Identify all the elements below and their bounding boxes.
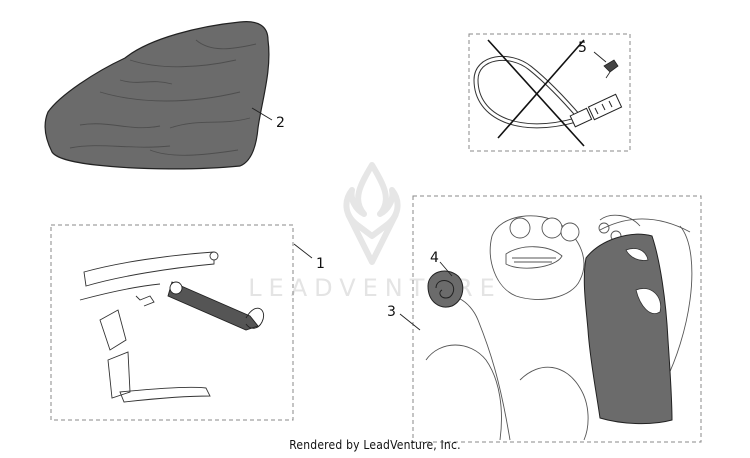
part-5-box: [468, 33, 631, 152]
footer-credit: Rendered by LeadVenture, Inc.: [289, 438, 461, 452]
flame-logo-icon: [343, 162, 401, 265]
callout-4: 4: [430, 250, 439, 266]
lock-cable: [473, 55, 623, 129]
callout-1: 1: [316, 256, 325, 272]
part-3-box: [412, 195, 702, 443]
watermark-brand: LEADVENTURE: [248, 274, 502, 302]
callout-2: 2: [276, 115, 285, 131]
leg-cover: [583, 233, 673, 425]
key-icon: [603, 59, 619, 79]
part-1-box: [50, 224, 294, 421]
part-2-seat-cover: [44, 21, 270, 170]
part-4-roll: [427, 270, 464, 308]
scooter-outline: [425, 214, 693, 441]
cross-out: [487, 39, 585, 147]
watermark: LEADVENTURE: [248, 162, 502, 302]
callout-5: 5: [578, 40, 587, 56]
side-stand: [79, 251, 264, 403]
callout-3: 3: [387, 304, 396, 320]
